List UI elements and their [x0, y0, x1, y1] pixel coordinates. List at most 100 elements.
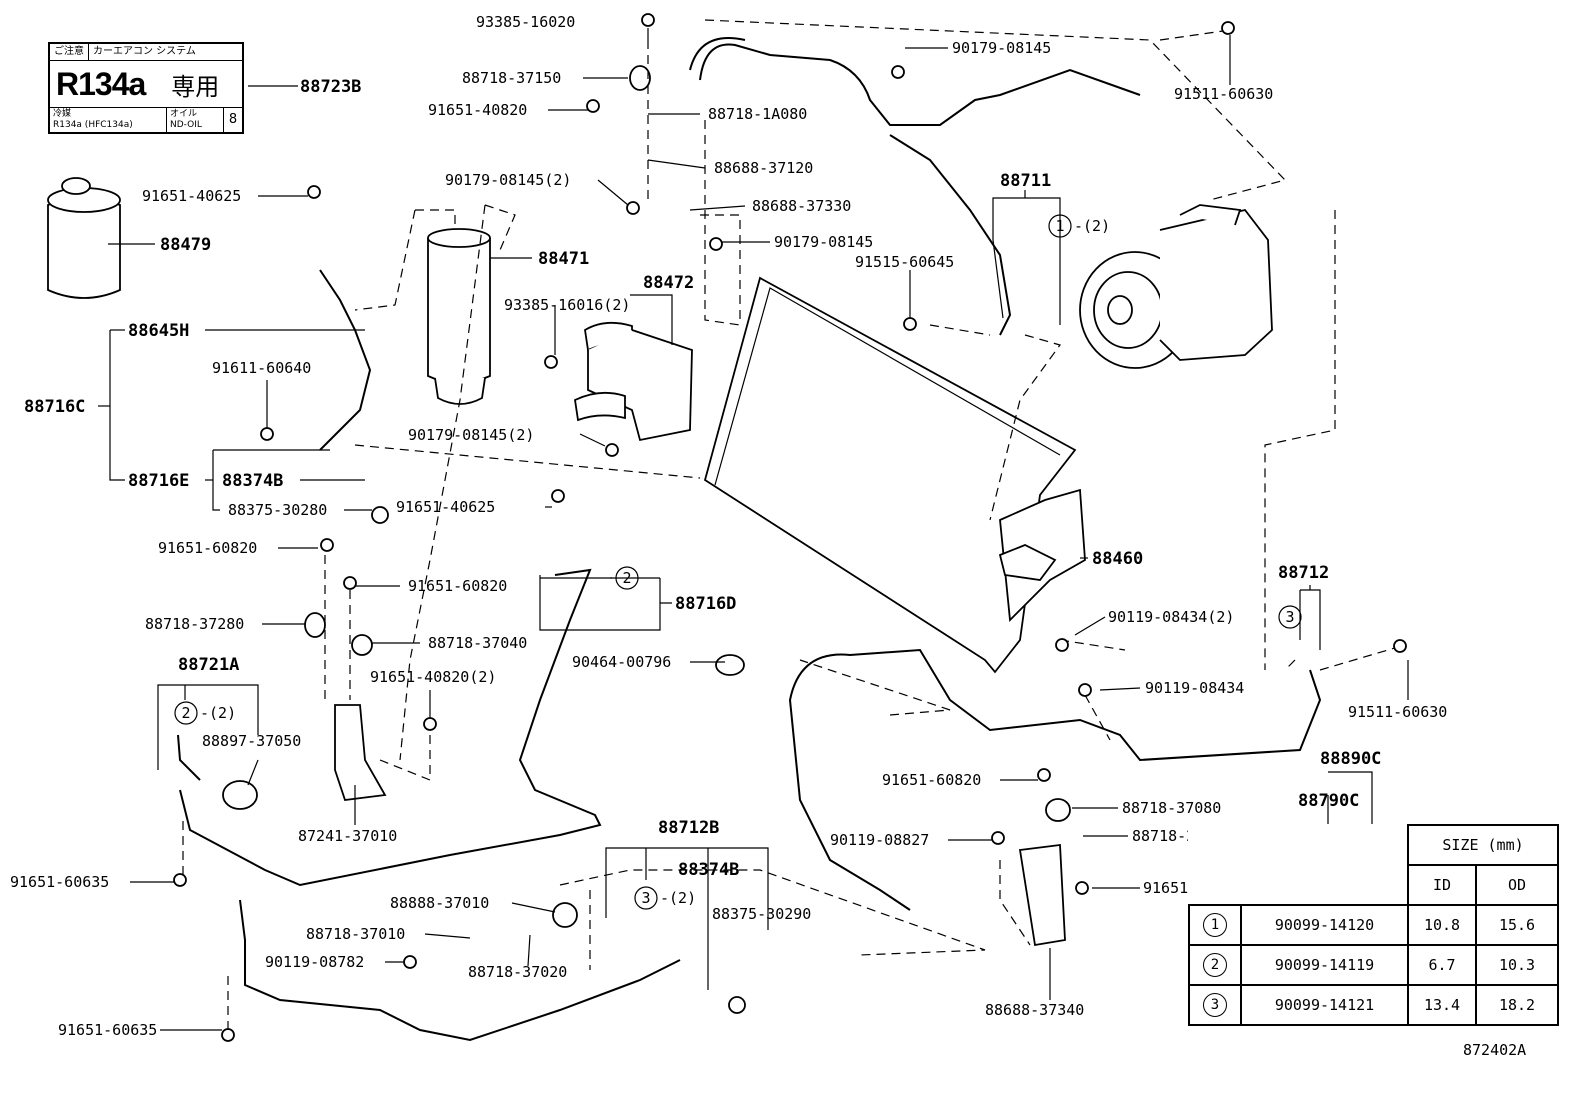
table-row: 1 90099-14120 10.8 15.6 — [1188, 904, 1559, 946]
callout-2-line-88716D: 2 — [615, 566, 639, 590]
compressor-part — [1079, 204, 1273, 369]
clamp-88718-37080 — [1045, 798, 1071, 822]
row-id: 13.4 — [1407, 984, 1477, 1026]
label-88718-37020: 88718-37020 — [468, 963, 567, 981]
label-90119-08827: 90119-08827 — [830, 831, 929, 849]
bracket-88688-37340 — [1018, 843, 1066, 947]
label-88375-30290: 88375-30290 — [712, 905, 811, 923]
label-88711: 88711 — [1000, 171, 1051, 191]
cushion-88479-part — [47, 177, 121, 299]
row-od: 10.3 — [1475, 944, 1559, 986]
label-91511-60630-a: 91511-60630 — [1174, 85, 1273, 103]
label-90119-08434: 90119-08434 — [1145, 679, 1244, 697]
refrigerant-type: R134a — [56, 65, 146, 102]
label-88375-30280: 88375-30280 — [228, 501, 327, 519]
svg-text:2: 2 — [622, 569, 631, 587]
label-88897-37050: 88897-37050 — [202, 732, 301, 750]
label-88374B-a: 88374B — [222, 471, 283, 491]
label-88716C: 88716C — [24, 397, 85, 417]
warning-label-main: R134a 専用 — [50, 61, 242, 108]
label-88890C: 88890C — [1320, 749, 1381, 769]
od-header: OD — [1475, 864, 1559, 906]
label-91651-60820-c: 91651-60820 — [882, 771, 981, 789]
condenser-88460-part — [703, 276, 1086, 674]
label-91651-40625-a: 91651-40625 — [142, 187, 241, 205]
warning-label-header: ご注意 カーエアコン システム — [50, 44, 242, 61]
row-id: 10.8 — [1407, 904, 1477, 946]
clip-90464-00796 — [715, 654, 745, 676]
caution-text: ご注意 — [50, 44, 89, 60]
label-91651-60820-a: 91651-60820 — [158, 539, 257, 557]
clamp-88718-37150 — [629, 65, 651, 91]
label-88712: 88712 — [1278, 563, 1329, 583]
label-91651-60820-b: 91651-60820 — [408, 577, 507, 595]
label-88718-37150: 88718-37150 — [462, 69, 561, 87]
label-2-2-a: -(2) — [200, 704, 236, 722]
label-1-2: -(2) — [1074, 217, 1110, 235]
row-mark: 2 — [1203, 953, 1227, 977]
oil-number: 8 — [228, 112, 238, 127]
label-88460: 88460 — [1092, 549, 1143, 569]
callout-3-88712: 3 — [1278, 605, 1302, 629]
label-91515-60645: 91515-60645 — [855, 253, 954, 271]
label-88716E: 88716E — [128, 471, 189, 491]
label-90119-08782: 90119-08782 — [265, 953, 364, 971]
clamp-88718-37040 — [351, 634, 373, 656]
callout-2-88721A: 2 — [174, 701, 198, 725]
row-mark: 3 — [1203, 993, 1227, 1017]
clamp-88718-37280 — [304, 612, 326, 638]
label-88716D: 88716D — [675, 594, 736, 614]
label-90179-08145-a: 90179-08145 — [774, 233, 873, 251]
label-91611-60640: 91611-60640 — [212, 359, 311, 377]
bracket-87241-37010 — [334, 704, 387, 801]
svg-text:2: 2 — [181, 704, 190, 722]
refrigerant-warning-label: ご注意 カーエアコン システム R134a 専用 冷媒 R134a (HFC13… — [48, 42, 244, 134]
receiver-dryer-88471-part — [427, 228, 491, 405]
svg-text:3: 3 — [1285, 608, 1294, 626]
label-88718-37010: 88718-37010 — [306, 925, 405, 943]
row-od: 15.6 — [1475, 904, 1559, 946]
label-93385-16016-2: 93385-16016(2) — [504, 296, 630, 314]
callout-1: 1 — [1048, 214, 1072, 238]
svg-text:1: 1 — [1055, 217, 1064, 235]
label-91651-60635-a: 91651-60635 — [10, 873, 109, 891]
label-88688-37120: 88688-37120 — [714, 159, 813, 177]
label-88721A: 88721A — [178, 655, 239, 675]
system-text: カーエアコン システム — [93, 46, 196, 57]
exclusive-text: 専用 — [171, 72, 220, 101]
label-91651-60635-b: 91651-60635 — [58, 1021, 157, 1039]
label-91511-60630-b: 91511-60630 — [1348, 703, 1447, 721]
label-88718-37280: 88718-37280 — [145, 615, 244, 633]
label-88712B: 88712B — [658, 818, 719, 838]
row-id: 6.7 — [1407, 944, 1477, 986]
label-88718-1A080: 88718-1A080 — [708, 105, 807, 123]
size-header: SIZE (mm) — [1407, 824, 1559, 866]
oring-size-table: SIZE (mm) ID OD 1 90099-14120 10.8 15.6 … — [1188, 824, 1559, 1026]
row-part: 90099-14121 — [1240, 984, 1409, 1026]
bolts — [173, 13, 1407, 1042]
callout-3-88712B: 3 — [634, 886, 658, 910]
row-mark: 1 — [1203, 913, 1227, 937]
label-88471: 88471 — [538, 249, 589, 269]
receiver-bracket-88472-part — [574, 321, 693, 442]
label-88374B-b: 88374B — [678, 860, 739, 880]
label-90179-08145-2a: 90179-08145(2) — [445, 171, 571, 189]
label-3-2: -(2) — [660, 889, 696, 907]
label-90179-08145-2b: 90179-08145(2) — [408, 426, 534, 444]
id-header: ID — [1407, 864, 1477, 906]
row-od: 18.2 — [1475, 984, 1559, 1026]
label-87241-37010: 87241-37010 — [298, 827, 397, 845]
label-90464-00796: 90464-00796 — [572, 653, 671, 671]
valve-88375-30290 — [728, 996, 746, 1014]
label-88479: 88479 — [160, 235, 211, 255]
part-labels: 88723B 88479 91651-40625 88471 88645H 88… — [10, 13, 1447, 1039]
table-row: 3 90099-14121 13.4 18.2 — [1188, 984, 1559, 1026]
refrigerant-lines — [177, 37, 1322, 1042]
cap-88897-37050 — [222, 780, 258, 810]
label-88688-37340: 88688-37340 — [985, 1001, 1084, 1019]
row-part: 90099-14119 — [1240, 944, 1409, 986]
label-88888-37010: 88888-37010 — [390, 894, 489, 912]
refrigerant-spec: 冷媒 R134a (HFC134a) — [50, 108, 167, 134]
label-91651-40820-a: 91651-40820 — [428, 101, 527, 119]
leader-lines — [98, 28, 1409, 1031]
